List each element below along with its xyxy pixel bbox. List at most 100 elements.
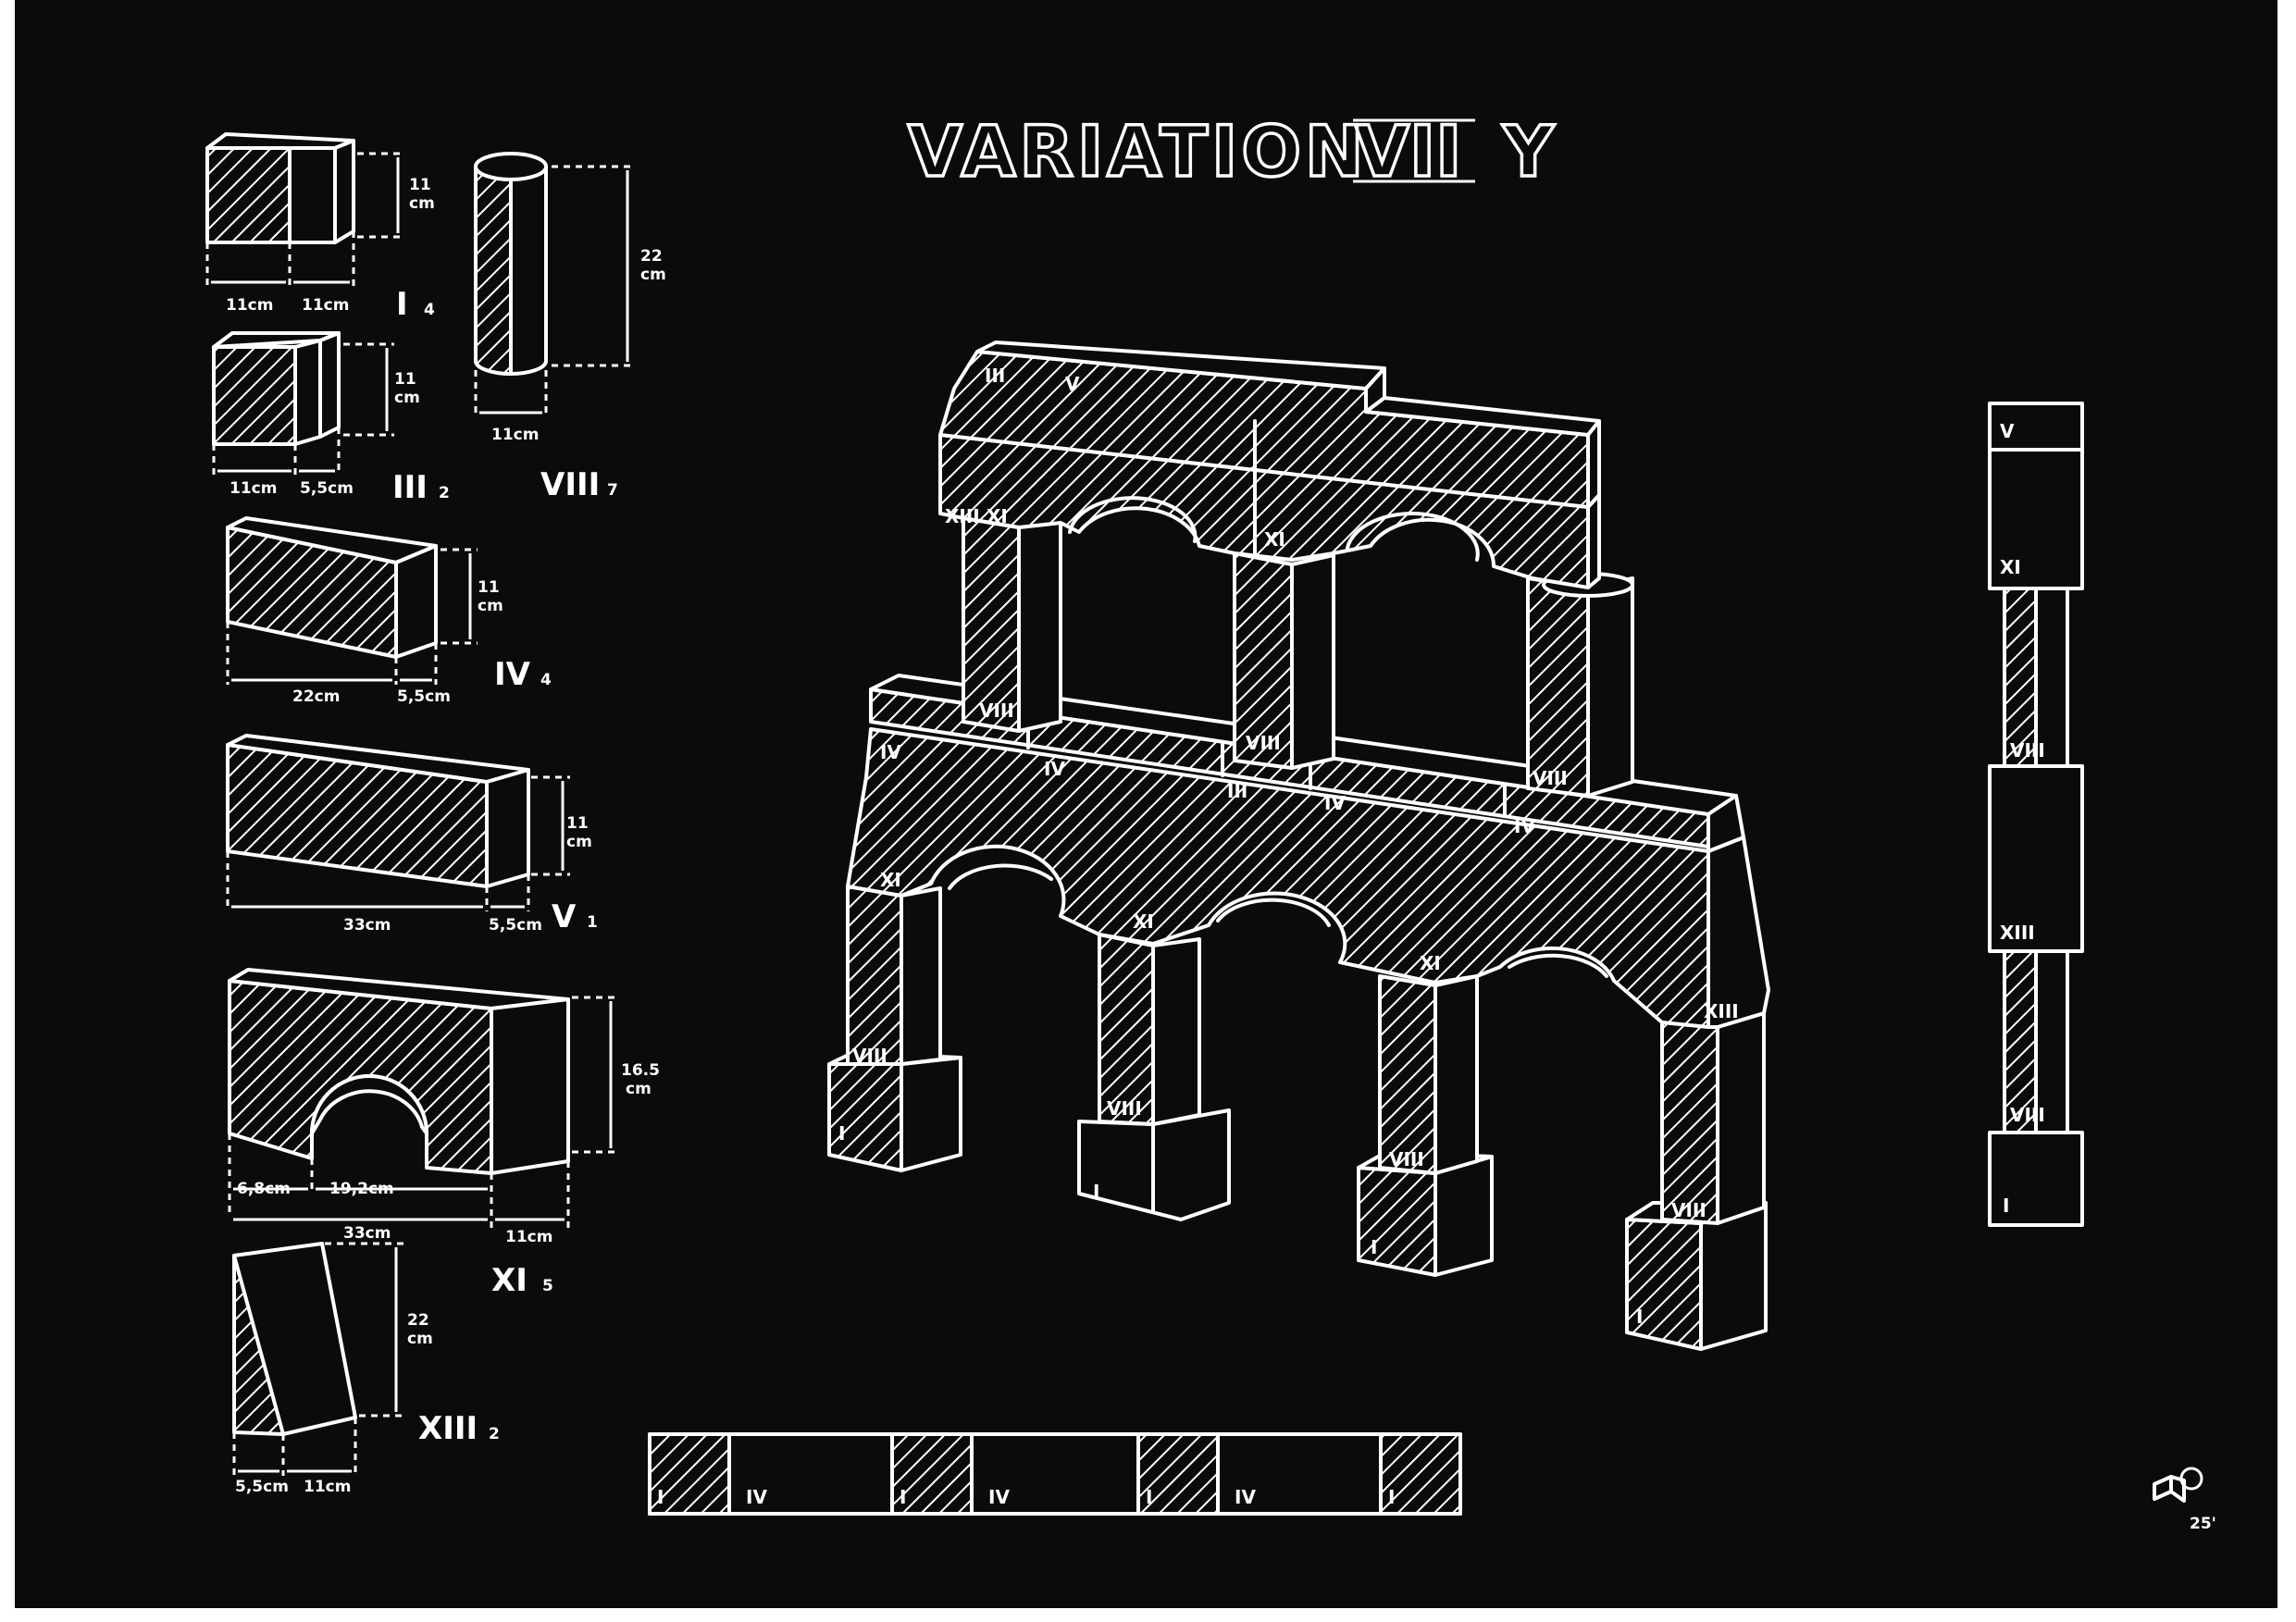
dim-label: 6,8cm: [237, 1180, 291, 1198]
dim-label: 5,5cm: [489, 916, 542, 935]
block-label: XIII: [945, 505, 980, 527]
dim-label: 16.5: [621, 1061, 660, 1080]
block-label: I: [1146, 1486, 1152, 1508]
block-label: XIII: [2000, 922, 2035, 944]
dim-label: 33cm: [343, 916, 391, 935]
dim-label: 11cm: [491, 426, 539, 444]
part-I: 11cm 11cm 11 cm I 4: [205, 132, 435, 323]
dim-label: 5,5cm: [397, 687, 451, 706]
block-label: VIII: [1389, 1148, 1424, 1170]
block-label: VIII: [2010, 1104, 2045, 1126]
dim-label: 11cm: [302, 296, 349, 315]
dim-label: 33cm: [343, 1224, 391, 1243]
dim-label: 11cm: [505, 1228, 552, 1246]
dim-label: cm: [566, 833, 592, 851]
part-numeral: XIII: [418, 1410, 478, 1447]
part-numeral: VIII: [540, 466, 600, 503]
part-IV: 22cm 5,5cm 11 cm IV 4: [226, 516, 552, 706]
dim-label: 22cm: [292, 687, 340, 706]
dim-label: 11: [566, 814, 589, 833]
construction-drawing: VARIATION VII Y 11cm 11cm 11 cm I 4: [205, 108, 2216, 1533]
block-label: XI: [1133, 910, 1154, 933]
block-label: I: [2003, 1195, 2009, 1217]
block-label: XI: [1264, 528, 1285, 551]
block-label: I: [1371, 1236, 1377, 1258]
part-count: 4: [540, 671, 552, 689]
block-label: I: [900, 1486, 906, 1508]
title-numeral: VII: [1355, 110, 1461, 192]
part-count: 2: [439, 484, 450, 502]
block-label: IV: [1044, 758, 1065, 780]
part-numeral: III: [392, 469, 428, 506]
block-label: XI: [987, 505, 1008, 527]
signature-year: 25': [2190, 1515, 2216, 1533]
part-VIII: 11cm 22 cm VIII 7: [474, 152, 666, 503]
dim-label: cm: [409, 194, 435, 213]
part-XI: 6,8cm 19,2cm 33cm 11cm 16.5 cm XI 5: [228, 968, 660, 1299]
block-label: I: [1636, 1306, 1643, 1328]
dim-label: 19,2cm: [329, 1180, 394, 1198]
block-label: I: [1093, 1181, 1099, 1203]
part-count: 1: [587, 913, 598, 932]
block-label: VIII: [852, 1045, 887, 1067]
dim-label: cm: [640, 266, 666, 284]
dim-label: cm: [407, 1330, 433, 1348]
part-numeral: I: [396, 286, 408, 323]
part-III: 11cm 5,5cm 11 cm III 2: [212, 331, 450, 506]
block-label: III: [985, 365, 1005, 387]
dim-label: 22: [640, 247, 663, 266]
block-label: XI: [2000, 556, 2021, 578]
block-label: XIII: [1704, 1000, 1739, 1022]
block-label: I: [838, 1122, 845, 1145]
side-view: V XI VIII XIII VIII I: [1988, 402, 2084, 1227]
block-label: I: [1388, 1486, 1395, 1508]
part-count: 5: [542, 1277, 553, 1295]
block-label: V: [1065, 373, 1080, 395]
dim-label: cm: [626, 1080, 652, 1098]
part-numeral: XI: [491, 1262, 527, 1299]
block-label: IV: [1324, 792, 1346, 814]
block-label: XI: [1420, 952, 1441, 974]
dim-label: 5,5cm: [300, 479, 354, 498]
arch-structure: [827, 340, 1770, 1351]
block-label: VIII: [979, 700, 1014, 722]
dim-label: 11cm: [226, 296, 273, 315]
block-label: XI: [880, 869, 901, 891]
structure-labels: III V XIII XI XI VIII VIII VIII IV IV II…: [838, 365, 1739, 1328]
block-label: VIII: [1671, 1199, 1706, 1221]
block-label: IV: [1235, 1486, 1256, 1508]
block-label: I: [657, 1486, 664, 1508]
part-XIII: 5,5cm 11cm 22 cm XIII 2: [232, 1242, 500, 1496]
block-label: IV: [880, 741, 901, 763]
dim-label: 11: [394, 370, 416, 389]
part-numeral: V: [552, 898, 577, 935]
title: VARIATION VII Y: [906, 108, 1557, 194]
block-label: VIII: [1107, 1097, 1142, 1120]
part-V: 33cm 5,5cm 11 cm V 1: [226, 734, 598, 935]
block-label: IV: [988, 1486, 1010, 1508]
dim-label: cm: [478, 597, 503, 615]
bottom-strip: I IV I IV I IV I: [648, 1432, 1462, 1516]
block-label: III: [1227, 780, 1247, 802]
block-label: IV: [746, 1486, 767, 1508]
part-count: 2: [489, 1425, 500, 1443]
drawing-sheet: VARIATION VII Y 11cm 11cm 11 cm I 4: [15, 0, 2277, 1608]
part-count: 7: [607, 481, 618, 500]
block-label: VIII: [1246, 732, 1281, 754]
part-numeral: IV: [494, 656, 531, 693]
block-label: VIII: [2010, 739, 2045, 761]
block-label: IV: [1514, 815, 1535, 837]
dim-label: 11cm: [230, 479, 277, 498]
dim-label: 11: [409, 176, 431, 194]
block-label: VIII: [1533, 767, 1568, 789]
dim-label: cm: [394, 389, 420, 407]
part-count: 4: [424, 301, 435, 319]
title-suffix: Y: [1502, 110, 1555, 192]
title-text: VARIATION: [908, 110, 1368, 192]
dim-label: 11cm: [304, 1478, 351, 1496]
block-label: V: [2000, 420, 2015, 442]
dim-label: 5,5cm: [235, 1478, 289, 1496]
dim-label: 11: [478, 578, 500, 597]
signature-logo: 25': [2153, 1467, 2216, 1533]
dim-label: 22: [407, 1311, 429, 1330]
